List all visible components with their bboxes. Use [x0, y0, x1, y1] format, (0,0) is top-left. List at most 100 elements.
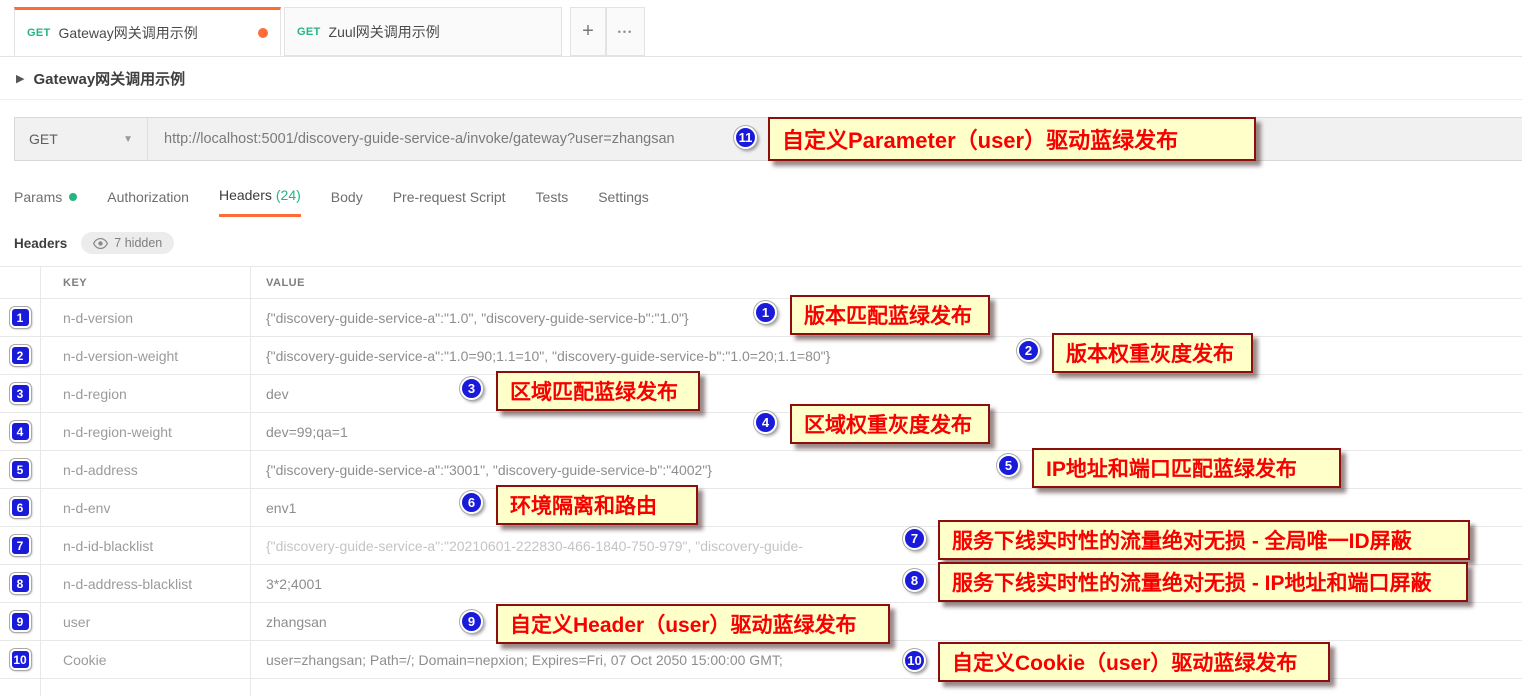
row-number-badge: 10 [9, 649, 31, 670]
tab-label: Body [330, 188, 363, 205]
tab-label: Settings [598, 188, 649, 205]
header-value-cell[interactable]: {"discovery-guide-service-a":"20210601-2… [250, 527, 1522, 564]
header-key-cell[interactable]: n-d-env [40, 489, 250, 526]
row-number-cell: 10 [0, 641, 40, 678]
header-value-cell[interactable]: env1 [250, 489, 1522, 526]
params-dot-icon [69, 192, 78, 201]
table-header-row: KEY VALUE [0, 266, 1522, 299]
table-row: 7 n-d-id-blacklist{"discovery-guide-servi… [0, 527, 1522, 565]
tab-label: Tests [535, 188, 569, 205]
tab-settings[interactable]: Settings [598, 187, 649, 217]
tab-pre-request-script[interactable]: Pre-request Script [393, 187, 506, 217]
method-badge: GET [27, 26, 51, 39]
value-column-header: VALUE [250, 267, 1522, 298]
row-number-badge: 6 [9, 497, 31, 518]
header-key-cell[interactable]: n-d-region-weight [40, 413, 250, 450]
tab-authorization[interactable]: Authorization [107, 187, 189, 217]
request-section-tabs: Params Authorization Headers (24) Body P… [14, 187, 1522, 217]
header-key-cell[interactable]: n-d-id-blacklist [40, 527, 250, 564]
row-number-cell: 6 [0, 489, 40, 526]
tab-label: Zuul网关调用示例 [328, 23, 440, 40]
header-key-cell[interactable]: n-d-version [40, 299, 250, 336]
row-number-cell: 4 [0, 413, 40, 450]
tab-label: Authorization [107, 188, 189, 205]
row-number-badge: 8 [9, 573, 31, 594]
tab-params[interactable]: Params [14, 187, 78, 217]
request-tab-gateway[interactable]: GET Gateway网关调用示例 [14, 7, 281, 56]
row-number-cell: 2 [0, 337, 40, 374]
row-number-badge: 2 [9, 345, 31, 366]
url-bar: GET ▼ http://localhost:5001/discovery-gu… [14, 117, 1522, 161]
headers-count: (24) [275, 187, 301, 203]
row-number-cell: 3 [0, 375, 40, 412]
hidden-headers-toggle[interactable]: 7 hidden [81, 232, 175, 254]
header-value-cell[interactable]: 3*2;4001 [250, 565, 1522, 602]
request-tab-zuul[interactable]: GET Zuul网关调用示例 [284, 7, 562, 56]
method-badge: GET [297, 25, 321, 38]
unsaved-dot-icon [258, 27, 268, 38]
row-number-badge: 3 [9, 383, 31, 404]
row-number-badge: 7 [9, 535, 31, 556]
header-key-cell[interactable]: n-d-address-blacklist [40, 565, 250, 602]
tab-bar: GET Gateway网关调用示例 GET Zuul网关调用示例 + ••• [0, 0, 1522, 57]
table-row: 5 n-d-address{"discovery-guide-service-a"… [0, 451, 1522, 489]
header-value-cell[interactable]: dev [250, 375, 1522, 412]
key-column-header: KEY [40, 267, 250, 298]
more-tabs-button[interactable]: ••• [606, 7, 645, 56]
tab-label: Params [14, 188, 63, 205]
row-number-cell: 8 [0, 565, 40, 602]
header-key-cell[interactable]: Cookie [40, 641, 250, 678]
header-key-cell[interactable]: n-d-address [40, 451, 250, 488]
row-number-badge: 5 [9, 459, 31, 480]
header-key-cell[interactable]: n-d-region [40, 375, 250, 412]
url-text: http://localhost:5001/discovery-guide-se… [164, 131, 675, 147]
collapse-caret-icon[interactable]: ▶ [16, 72, 25, 85]
new-tab-button[interactable]: + [570, 7, 606, 56]
header-value-cell[interactable]: zhangsan [250, 603, 1522, 640]
table-row: 1 n-d-version{"discovery-guide-service-a"… [0, 299, 1522, 337]
tab-tests[interactable]: Tests [536, 187, 569, 217]
method-dropdown[interactable]: GET ▼ [15, 118, 148, 160]
method-value: GET [29, 131, 58, 147]
request-title-row: ▶ Gateway网关调用示例 [0, 57, 1522, 100]
row-number-cell [0, 679, 40, 696]
chevron-down-icon: ▼ [123, 133, 133, 145]
header-value-cell[interactable]: dev=99;qa=1 [250, 413, 1522, 450]
header-key-cell[interactable]: user [40, 603, 250, 640]
tab-label: Pre-request Script [392, 188, 506, 205]
header-key-cell[interactable] [40, 679, 250, 696]
header-value-cell[interactable]: {"discovery-guide-service-a":"1.0=90;1.1… [250, 337, 1522, 374]
header-value-cell[interactable] [250, 679, 1522, 696]
url-input[interactable]: http://localhost:5001/discovery-guide-se… [148, 118, 1522, 160]
header-value-cell[interactable]: {"discovery-guide-service-a":"1.0", "dis… [250, 299, 1522, 336]
tab-headers[interactable]: Headers (24) [218, 187, 301, 217]
tab-body[interactable]: Body [331, 187, 363, 217]
headers-title: Headers [14, 235, 68, 251]
table-row [0, 679, 1522, 696]
hidden-count-label: 7 hidden [114, 236, 163, 250]
row-number-badge: 1 [9, 307, 31, 328]
row-number-cell: 5 [0, 451, 40, 488]
header-key-cell[interactable]: n-d-version-weight [40, 337, 250, 374]
tab-label: Gateway网关调用示例 [58, 24, 198, 41]
header-value-cell[interactable]: user=zhangsan; Path=/; Domain=nepxion; E… [250, 641, 1522, 678]
row-number-cell: 9 [0, 603, 40, 640]
row-badge-column [0, 267, 40, 298]
row-number-cell: 7 [0, 527, 40, 564]
headers-subheader: Headers 7 hidden [14, 232, 1522, 254]
eye-icon [93, 237, 109, 249]
row-number-badge: 9 [9, 611, 31, 632]
row-number-cell: 1 [0, 299, 40, 336]
row-number-badge: 4 [9, 421, 31, 442]
request-title: Gateway网关调用示例 [33, 70, 186, 88]
header-value-cell[interactable]: {"discovery-guide-service-a":"3001", "di… [250, 451, 1522, 488]
tab-label: Headers [218, 187, 272, 203]
